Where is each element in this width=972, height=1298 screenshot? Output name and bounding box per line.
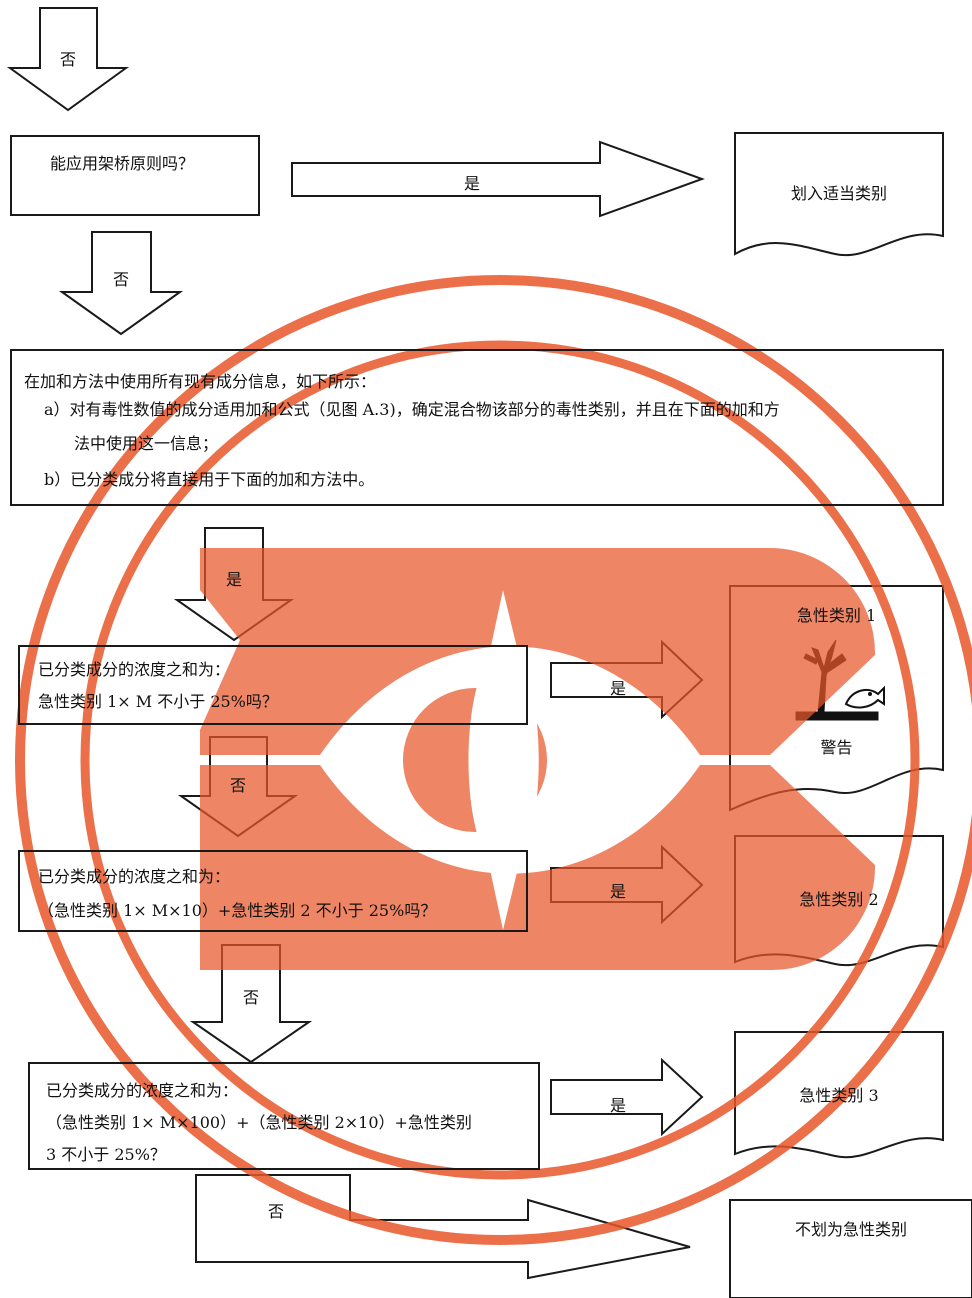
arrow-label-no: 否 [112,270,129,289]
additivity-item-b: b）已分类成分将直接用于下面的加和方法中。 [44,470,375,489]
arrow-right-bridging [291,140,705,218]
question-2-line-2: （急性类别 1× M×10）+急性类别 2 不小于 25%吗？ [38,901,437,920]
additivity-intro: 在加和方法中使用所有现有成分信息，如下所示： [24,372,377,391]
doc-box-none [729,1199,972,1298]
arrow-label-yes: 是 [609,1096,626,1115]
additivity-item-a: a）对有毒性数值的成分适用加和公式（见图 A.3)，确定混合物该部分的毒性类别，… [44,400,780,419]
outcome-none: 不划为急性类别 [794,1220,907,1239]
question-3-line-2: （急性类别 1× M×100）+（急性类别 2×10）+急性类别 [46,1113,472,1132]
arrow-label-yes: 是 [463,174,480,193]
additivity-box: 在加和方法中使用所有现有成分信息，如下所示： a）对有毒性数值的成分适用加和公式… [10,349,944,506]
eye-stamp-watermark [15,275,972,1245]
arrow-label-yes: 是 [609,679,626,698]
arrow-label-no: 否 [59,50,76,69]
question-1-box: 已分类成分的浓度之和为： 急性类别 1× M 不小于 25%吗？ [18,645,528,725]
arrow-label-no: 否 [242,988,259,1007]
outcome-cat3: 急性类别 3 [799,1086,879,1105]
question-2-box: 已分类成分的浓度之和为： （急性类别 1× M×10）+急性类别 2 不小于 2… [18,850,528,932]
question-3-line-3: 3 不小于 25%？ [46,1145,166,1164]
arrow-label-yes: 是 [225,570,242,589]
arrow-label-yes: 是 [609,882,626,901]
bridging-question: 能应用架桥原则吗？ [50,154,195,173]
arrow-down-top [6,7,130,112]
outcome-cat1-signal-word: 警告 [820,738,853,757]
arrow-down-bridging [58,231,184,336]
arrow-label-no: 否 [229,776,246,795]
doc-box-bridging-outcome [734,132,944,257]
question-3-box: 已分类成分的浓度之和为： （急性类别 1× M×100）+（急性类别 2×10）… [28,1062,540,1170]
arrow-right-q3 [550,1057,704,1137]
bridging-question-box: 能应用架桥原则吗？ [10,135,260,216]
question-1-line-1: 已分类成分的浓度之和为： [38,660,231,679]
arrow-label-no: 否 [267,1202,284,1221]
bridging-outcome: 划入适当类别 [790,184,887,203]
question-2-line-1: 已分类成分的浓度之和为： [38,867,231,886]
question-1-line-2: 急性类别 1× M 不小于 25%吗？ [38,692,278,711]
outcome-cat1: 急性类别 1 [796,606,877,625]
question-3-line-1: 已分类成分的浓度之和为： [46,1081,239,1100]
outcome-cat2: 急性类别 2 [799,890,879,909]
additivity-item-a-cont: 法中使用这一信息； [74,434,219,453]
